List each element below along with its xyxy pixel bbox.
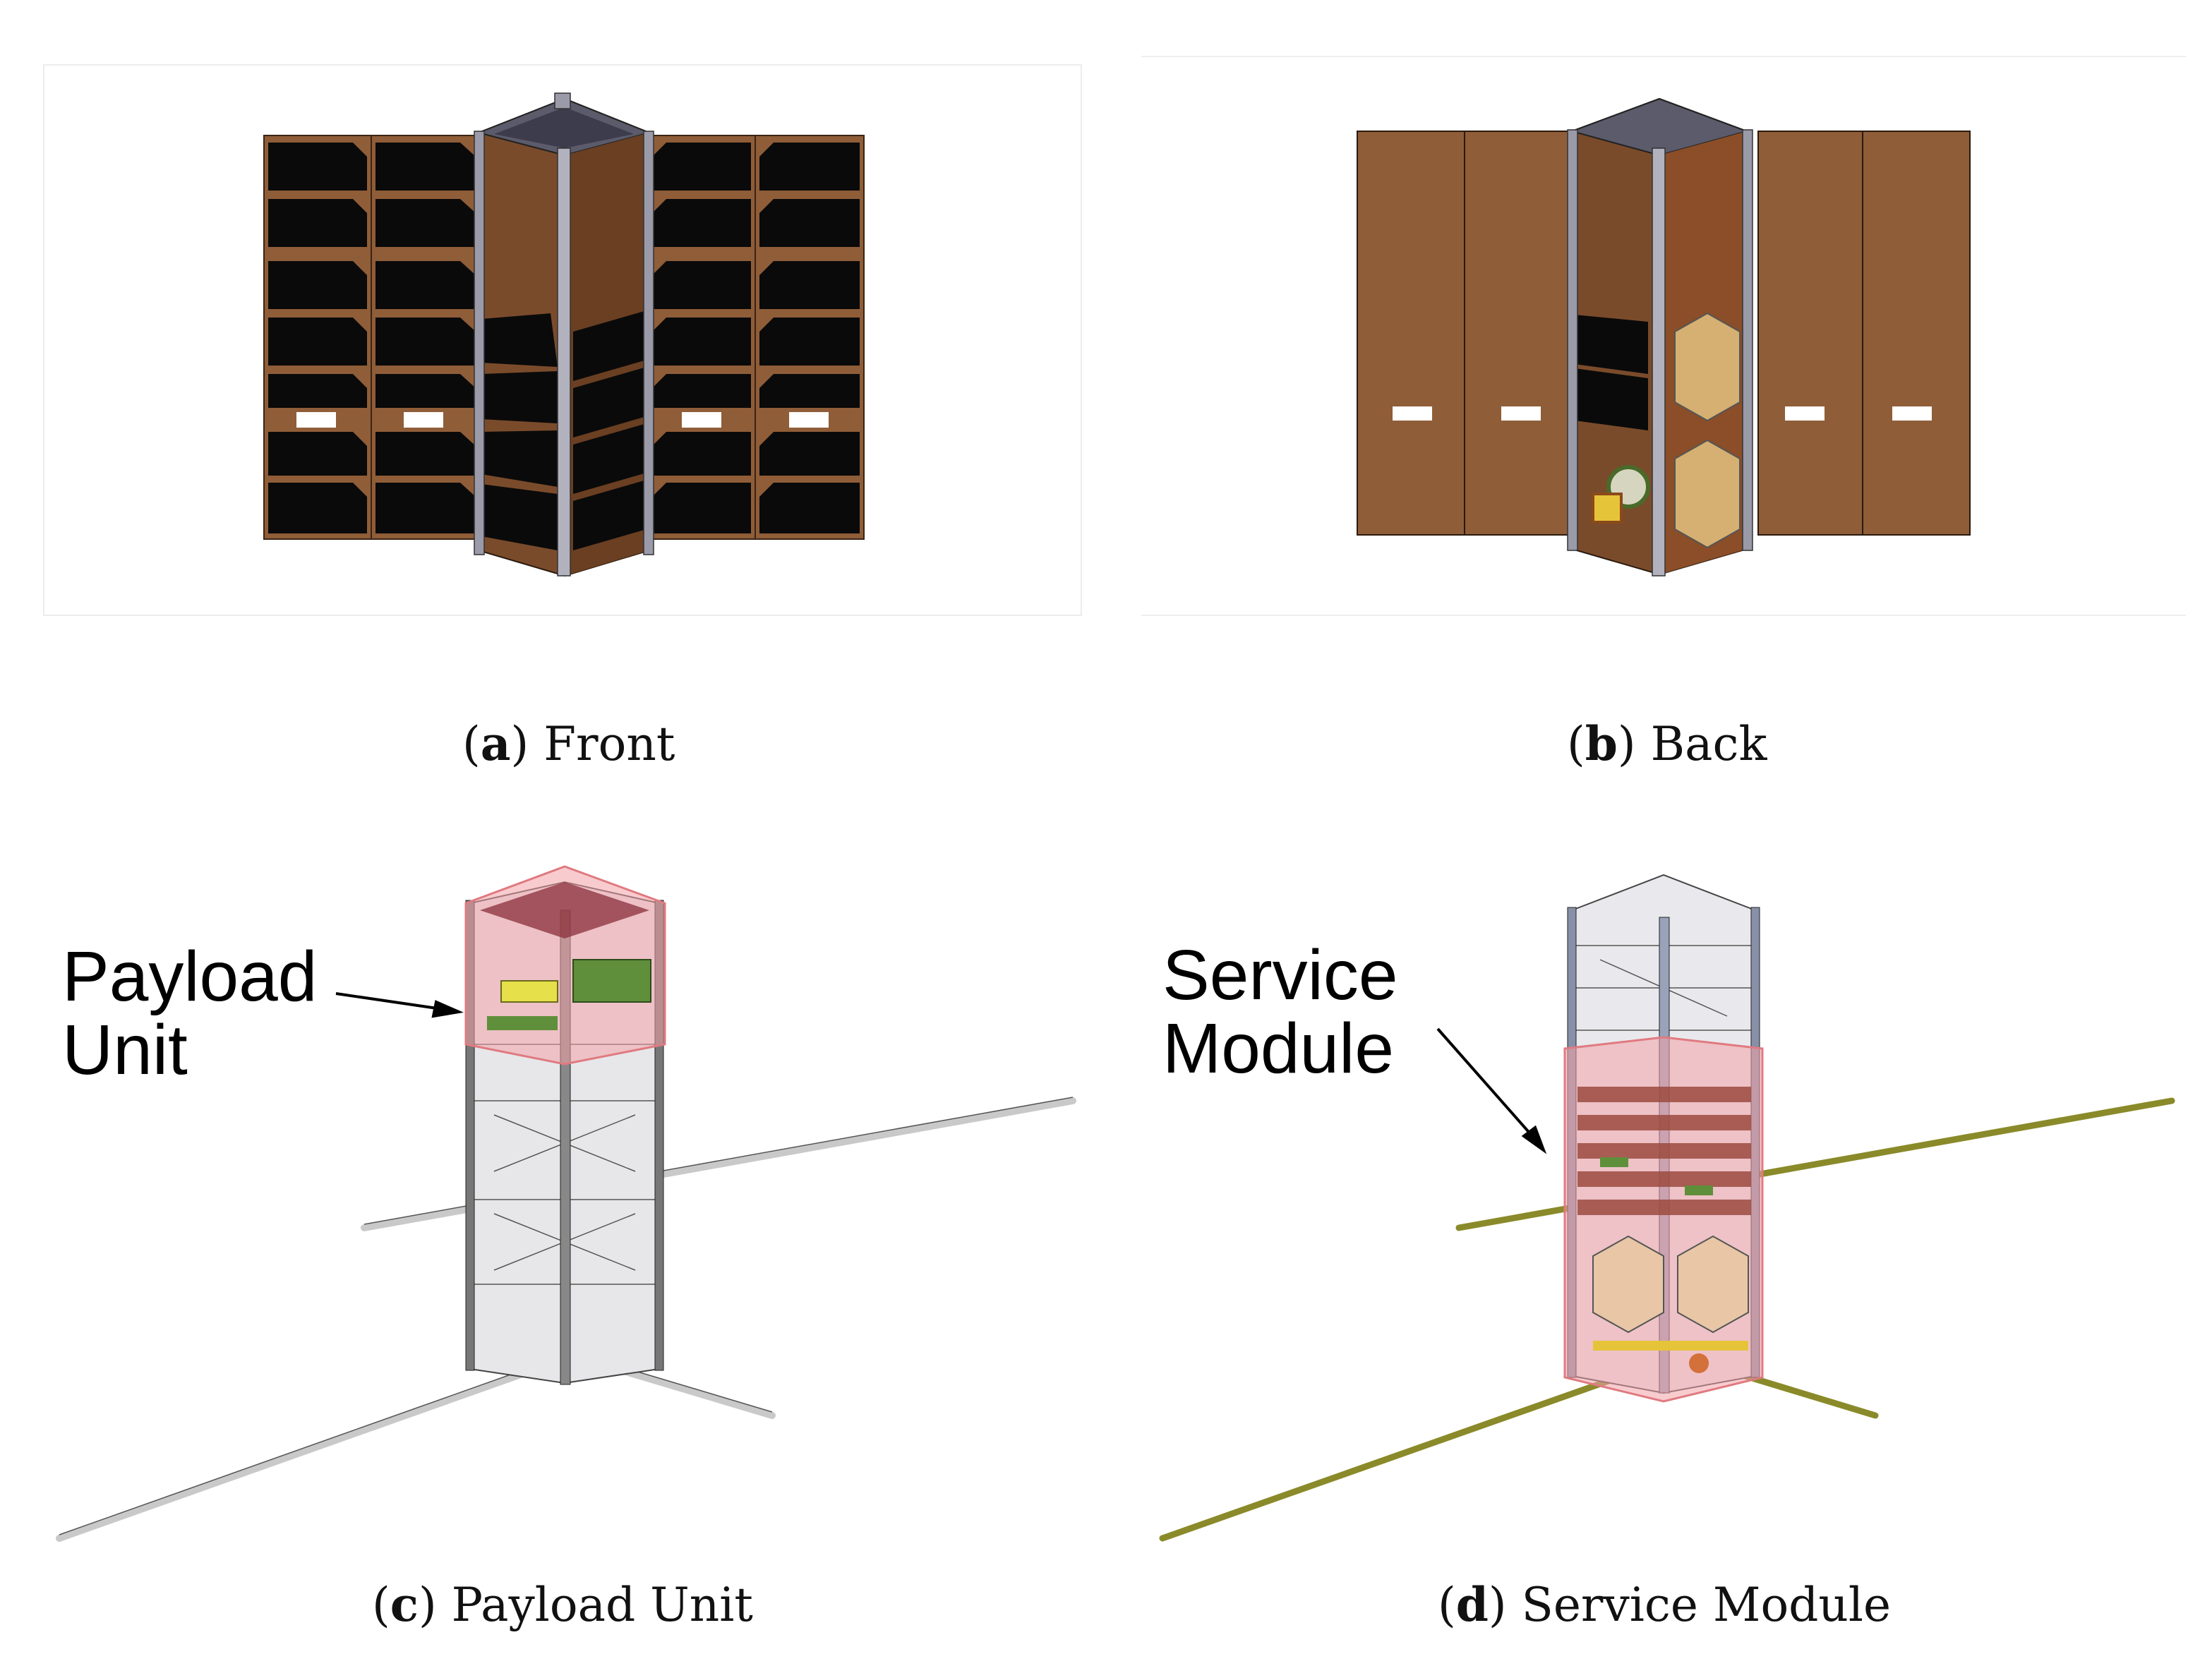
right-solar-wing xyxy=(647,135,865,540)
cubesat-body xyxy=(474,92,654,577)
service-arrow xyxy=(1436,1027,1547,1154)
cubesat-back-body xyxy=(1567,97,1753,577)
caption-front: (a) Front xyxy=(462,716,675,771)
panel-service-module: Service Module (d) Service Module xyxy=(1106,804,2212,1666)
left-solar-wing xyxy=(263,135,481,540)
payload-arrow xyxy=(335,992,464,1018)
panel-front: (a) Front xyxy=(0,0,1106,771)
caption-payload-unit: (c) Payload Unit xyxy=(372,1577,753,1632)
cubesat-front-render xyxy=(43,64,1082,616)
panel-back: (b) Back xyxy=(1106,0,2212,771)
service-module-highlight xyxy=(1563,1036,1764,1403)
payload-highlight xyxy=(464,865,666,1066)
cubesat-service-render xyxy=(1159,874,2175,1542)
service-module-label: Service Module xyxy=(1162,936,1398,1088)
payload-unit-label: Payload Unit xyxy=(62,937,318,1089)
left-back-wing xyxy=(1357,131,1570,536)
caption-service-module: (d) Service Module xyxy=(1438,1577,1892,1632)
cubesat-payload-render xyxy=(56,865,1076,1542)
caption-back: (b) Back xyxy=(1567,716,1767,771)
right-back-wing xyxy=(1757,131,1971,536)
cubesat-back-render xyxy=(1141,56,2186,616)
panel-payload-unit: Payload Unit (c) Payload Unit xyxy=(0,804,1106,1666)
